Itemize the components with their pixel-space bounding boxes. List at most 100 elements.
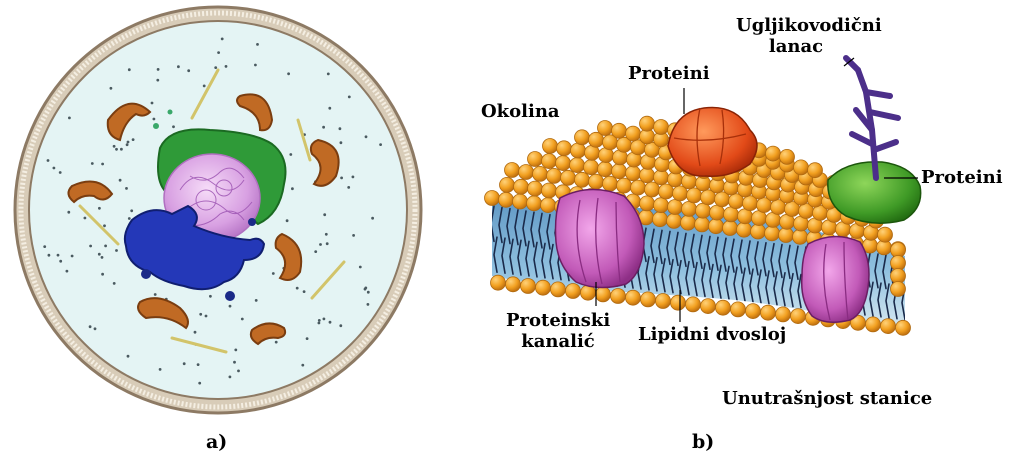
lipid-head (794, 160, 809, 175)
granule (347, 186, 350, 189)
channel-protein-2 (802, 236, 869, 322)
granule (241, 318, 244, 321)
peripheral-protein-top (668, 107, 757, 176)
lipid-head (541, 198, 556, 213)
lipid-head (533, 166, 548, 181)
granule (199, 313, 202, 316)
granule (364, 287, 367, 290)
granule (367, 303, 370, 306)
lipid-head (668, 200, 683, 215)
lipid-head (866, 317, 881, 332)
granule (289, 153, 292, 156)
lipid-head (556, 156, 571, 171)
granule (183, 362, 186, 365)
lipid-head (626, 166, 641, 181)
granule (177, 65, 180, 68)
granule (327, 73, 330, 76)
granule (322, 126, 325, 129)
lipid-head (542, 183, 557, 198)
granule (59, 260, 62, 263)
granule (325, 233, 328, 236)
panel-label-a: a) (206, 431, 227, 453)
lipid-head (603, 176, 618, 191)
granule (132, 138, 135, 141)
label-proteins-right: Proteini (921, 167, 1003, 188)
granule (67, 211, 70, 214)
lipid-head (536, 280, 551, 295)
lipid-head (656, 294, 671, 309)
granule (103, 224, 106, 227)
lipid-head (547, 168, 562, 183)
granule (127, 355, 130, 358)
granule (359, 266, 362, 269)
lipid-head (542, 154, 557, 169)
lipid-head (640, 196, 655, 211)
granule (197, 363, 200, 366)
granule (319, 243, 322, 246)
lipid-head (696, 203, 711, 218)
granule (101, 163, 104, 166)
granule (326, 242, 329, 245)
granule (66, 270, 69, 273)
lipid-head (808, 163, 823, 178)
granule (229, 305, 232, 308)
lipid-head (514, 179, 529, 194)
label-protein-channel-line1: Proteinski (506, 310, 610, 331)
lipid-head (766, 146, 781, 161)
granule (323, 318, 326, 321)
lipid-head (737, 222, 752, 237)
lipid-head (598, 162, 613, 177)
granule (339, 324, 342, 327)
granule (352, 176, 355, 179)
granule (110, 87, 113, 90)
lipid-head (617, 178, 632, 193)
granule (153, 118, 156, 121)
granule (198, 382, 201, 385)
granule (101, 273, 104, 276)
label-protein-channel: Proteinski kanalić (506, 310, 610, 352)
lipid-head (543, 139, 558, 154)
lipid-head (584, 160, 599, 175)
lipid-head (575, 130, 590, 145)
lipid-head (528, 152, 543, 167)
lipid-head (881, 319, 896, 334)
granule (98, 253, 101, 256)
granule (187, 69, 190, 72)
granule (203, 85, 206, 88)
lipid-head (776, 307, 791, 322)
lipid-head (505, 163, 520, 178)
lipid-head (491, 275, 506, 290)
granule (214, 66, 217, 69)
granule (89, 325, 92, 328)
granule (84, 217, 87, 220)
lipid-head (551, 282, 566, 297)
lipid-head (570, 158, 585, 173)
lipid-head (671, 295, 686, 310)
cell-diagram (15, 7, 421, 413)
granule (89, 245, 92, 248)
granule (154, 293, 157, 296)
lipid-head (654, 170, 669, 185)
granule (367, 291, 370, 294)
lipid-head (667, 213, 682, 228)
lipid-head (571, 143, 586, 158)
lipid-head (640, 168, 655, 183)
lipid-head (528, 181, 543, 196)
granule (287, 72, 290, 75)
granule (68, 117, 71, 120)
granule (275, 341, 278, 344)
lipid-head (686, 297, 701, 312)
granule (71, 255, 74, 258)
granule (157, 68, 160, 71)
granule (113, 145, 116, 148)
lipid-head (631, 180, 646, 195)
lipid-head (891, 282, 906, 297)
lipid-head (878, 227, 893, 242)
lipid-head (519, 165, 534, 180)
panel-label-b: b) (692, 431, 714, 453)
granule (225, 65, 228, 68)
granule (115, 148, 118, 151)
granule (59, 171, 62, 174)
label-hydrocarbon-line2: lanac (736, 36, 856, 57)
granule (340, 177, 343, 180)
